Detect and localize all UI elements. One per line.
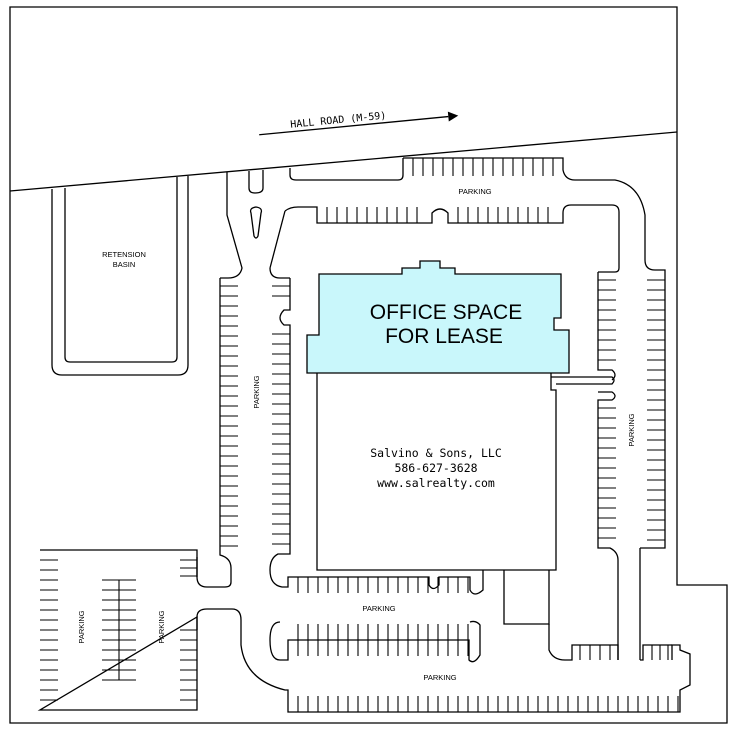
company-name: Salvino & Sons, LLC [370, 446, 502, 460]
loading-dock [503, 570, 550, 625]
east-parking [597, 272, 641, 660]
property-boundary [9, 6, 728, 724]
south-parking [196, 570, 691, 713]
lease-title-line1: OFFICE SPACE [370, 301, 522, 324]
retention-basin: RETENSION BASIN [51, 176, 189, 376]
road-label-group: HALL ROAD (M-59) [259, 111, 459, 136]
parking-label-southwest-right: PARKING [157, 610, 166, 643]
parking-label-north: PARKING [458, 187, 491, 196]
building-connector [551, 376, 615, 385]
parking-label-south-inner: PARKING [362, 604, 395, 613]
parking-label-west: PARKING [252, 375, 261, 408]
west-parking [196, 278, 318, 588]
office-lease-space[interactable] [306, 260, 570, 374]
parking-stalls [40, 158, 679, 712]
parking-label-southwest-left: PARKING [77, 610, 86, 643]
company-website: www.salrealty.com [377, 476, 495, 490]
building-main [316, 373, 557, 571]
parking-label-south-outer: PARKING [423, 673, 456, 682]
basin-label-1: RETENSION [102, 250, 146, 259]
entrance-drive [220, 157, 666, 549]
lease-title-line2: FOR LEASE [385, 325, 503, 348]
arrow-east-icon [447, 111, 459, 122]
road-row-line [9, 131, 678, 192]
basin-label-2: BASIN [113, 260, 136, 269]
parking-label-east: PARKING [627, 413, 636, 446]
company-phone: 586-627-3628 [394, 461, 477, 475]
